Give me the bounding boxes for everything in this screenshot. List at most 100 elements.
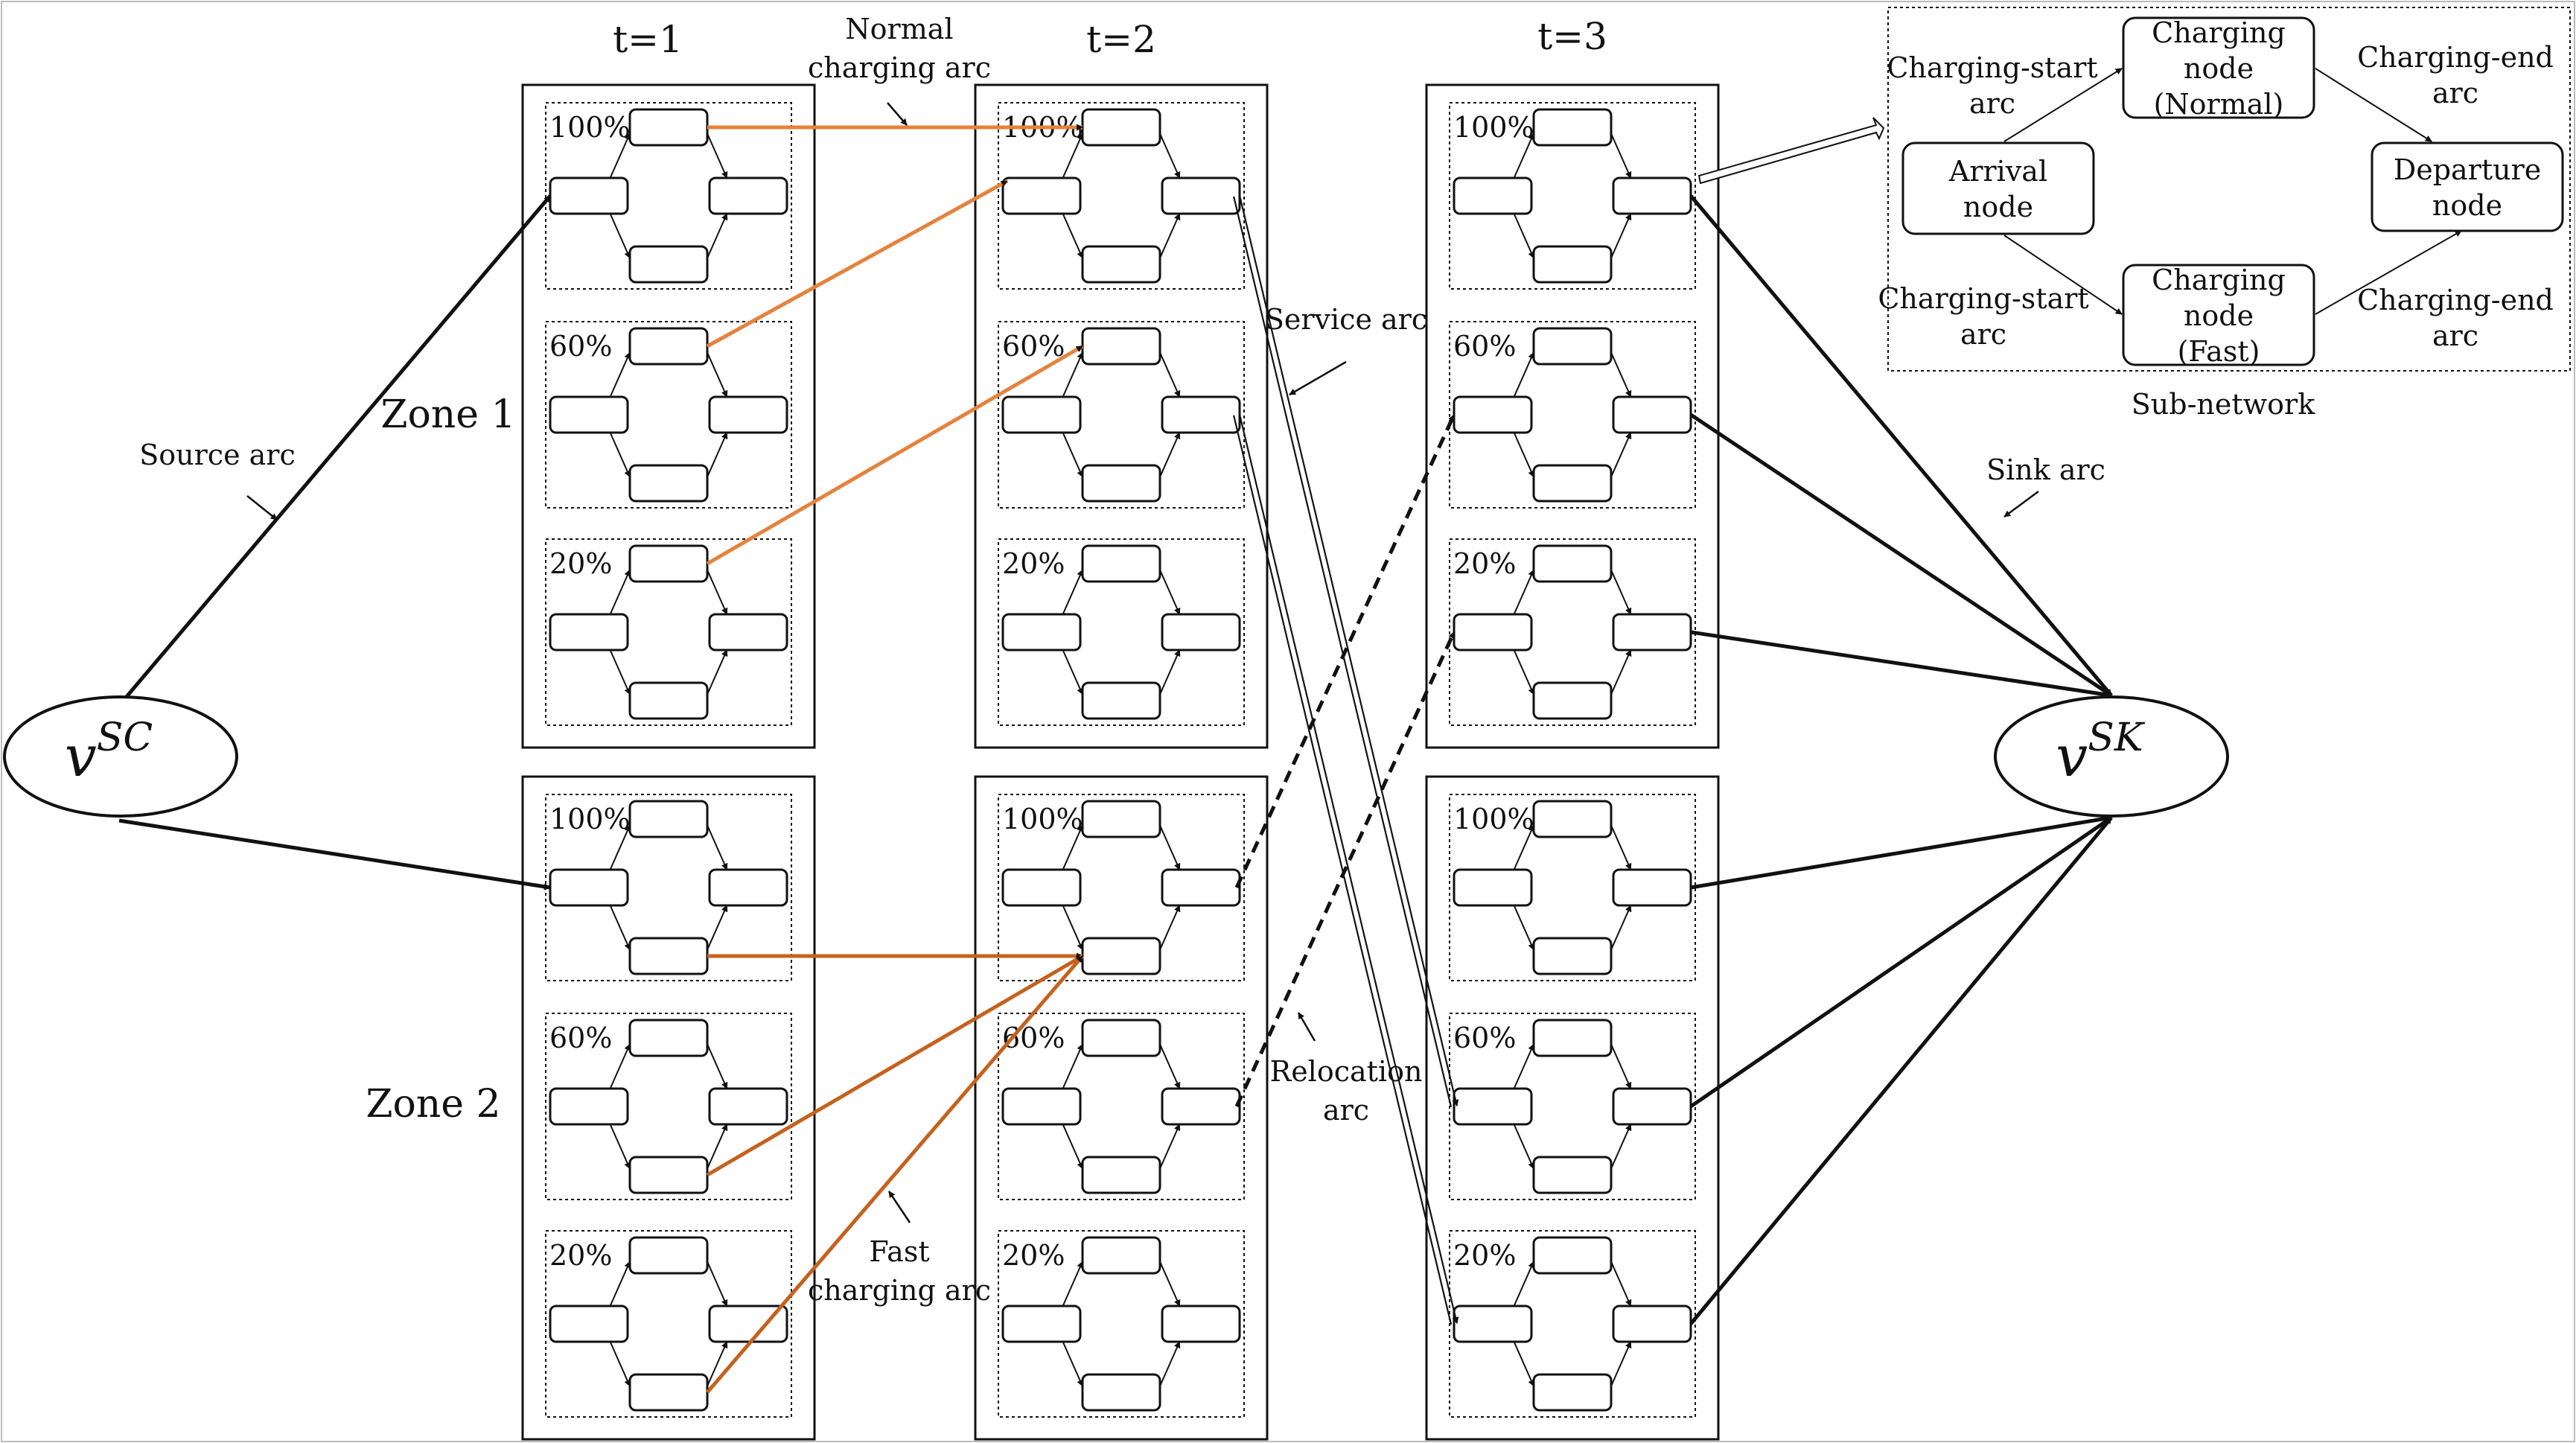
departure-node xyxy=(1161,868,1241,907)
charging-node xyxy=(628,245,709,284)
internal-arc xyxy=(609,351,631,398)
internal-arc xyxy=(1610,1261,1632,1307)
subnetwork-arrival-node xyxy=(1901,141,2095,235)
arrival-node xyxy=(1001,395,1082,434)
internal-arc xyxy=(609,1341,631,1387)
soc-level-label: 20% xyxy=(1453,1239,1516,1272)
charging-node xyxy=(1081,1373,1161,1412)
charging-node xyxy=(1081,544,1161,583)
internal-arc xyxy=(1159,213,1181,259)
charging-node xyxy=(1532,108,1613,147)
subnetwork-arc xyxy=(2003,68,2123,142)
charging-node xyxy=(628,937,709,975)
internal-arc xyxy=(1610,824,1632,870)
departure-node xyxy=(1612,395,1692,434)
charging-node xyxy=(628,464,709,503)
zone-time-block xyxy=(521,83,816,749)
internal-arc xyxy=(1610,133,1632,179)
internal-arc xyxy=(707,1261,728,1307)
departure-node xyxy=(708,176,788,215)
internal-arc xyxy=(1610,569,1632,615)
arrival-node xyxy=(549,1087,629,1126)
sink-arc xyxy=(1689,816,2113,1325)
arrival-node xyxy=(1001,1305,1082,1343)
charging-node xyxy=(1532,544,1613,583)
arrival-node xyxy=(1453,176,1533,215)
charging-end-arc-label: arc xyxy=(2432,77,2478,109)
arrival-node xyxy=(1453,1305,1533,1343)
soc-level-label: 20% xyxy=(1453,547,1516,580)
departure-node xyxy=(1612,1087,1692,1126)
charging-node xyxy=(1532,1019,1613,1057)
zone-time-block xyxy=(1425,83,1720,749)
charging-start-arc-label: arc xyxy=(1960,318,2006,351)
internal-arc xyxy=(1610,649,1632,695)
soc-level-label: 100% xyxy=(1453,803,1534,835)
departure-node xyxy=(708,1305,788,1343)
time-zone-blocks: 100%60%20%100%60%20%100%60%20%100%60%20%… xyxy=(521,83,1720,1441)
normal-charging-arc xyxy=(706,344,1084,566)
subnetwork-charging-node-normal-label: node xyxy=(2184,52,2254,85)
charging-node xyxy=(1532,327,1613,366)
soc-level-label: 60% xyxy=(1453,1022,1516,1054)
soc-subnetwork xyxy=(545,321,792,509)
arrival-node xyxy=(1001,1087,1082,1126)
subnetwork-charging-node-normal-label: (Normal) xyxy=(2154,88,2284,121)
internal-arc xyxy=(707,824,728,870)
internal-arc xyxy=(1159,649,1181,695)
charging-node xyxy=(1081,1019,1161,1057)
internal-arc xyxy=(1159,351,1181,398)
subnetwork-charging-node-fast xyxy=(2122,264,2315,366)
source-node xyxy=(3,695,238,818)
arrival-node xyxy=(1001,176,1082,215)
internal-arc xyxy=(1513,905,1534,951)
charging-node xyxy=(628,1236,709,1275)
internal-arc xyxy=(1159,1341,1181,1387)
soc-level-label: 100% xyxy=(1002,803,1083,835)
internal-arc xyxy=(707,569,728,615)
service-arc xyxy=(1238,194,1459,1106)
arrival-node xyxy=(1453,395,1533,434)
source-arc xyxy=(124,194,552,700)
internal-arc xyxy=(1062,1043,1083,1089)
subnetwork-box xyxy=(1887,7,2571,372)
departure-node xyxy=(708,395,788,434)
internal-arc xyxy=(1610,1043,1632,1089)
charging-node xyxy=(628,544,709,583)
label-pointer-arrow xyxy=(246,495,278,520)
soc-level-label: 20% xyxy=(1002,1239,1065,1272)
sink-arc xyxy=(1690,630,2112,698)
charging-node xyxy=(628,800,709,838)
charging-node xyxy=(1532,1156,1613,1194)
sink-arc xyxy=(1689,815,2113,1109)
zone-time-block xyxy=(974,83,1269,749)
inter-block-arcs xyxy=(118,117,2113,1394)
charging-node xyxy=(1532,800,1613,838)
internal-arc xyxy=(1513,824,1534,870)
charging-start-arc-label: Charging-start xyxy=(1878,282,2088,315)
fast-charging-arc-label: charging arc xyxy=(808,1274,991,1307)
internal-arc xyxy=(1513,1124,1534,1170)
soc-subnetwork xyxy=(998,538,1245,726)
fast-charging-arc-label: Fast xyxy=(869,1235,929,1268)
charging-start-arc-label: Charging-start xyxy=(1887,51,2097,84)
internal-arc xyxy=(1513,1341,1534,1387)
soc-subnetwork xyxy=(998,1013,1245,1200)
departure-node xyxy=(1612,868,1692,907)
charging-node xyxy=(1532,1373,1613,1412)
internal-arc xyxy=(1062,824,1083,870)
soc-subnetwork xyxy=(545,1013,792,1200)
departure-node xyxy=(1161,613,1241,652)
subnetwork-departure-node-label: node xyxy=(2432,189,2502,222)
subnetwork-arrival-node-label: node xyxy=(1963,191,2033,223)
internal-arc xyxy=(1513,351,1534,398)
service-arc xyxy=(1238,413,1459,1324)
internal-arc xyxy=(609,432,631,478)
internal-arc xyxy=(609,1124,631,1170)
internal-arc xyxy=(1062,1124,1083,1170)
soc-level-label: 100% xyxy=(549,111,631,144)
time-period-label: t=1 xyxy=(613,18,683,61)
soc-subnetwork xyxy=(1449,1013,1696,1200)
internal-arc xyxy=(707,432,728,478)
